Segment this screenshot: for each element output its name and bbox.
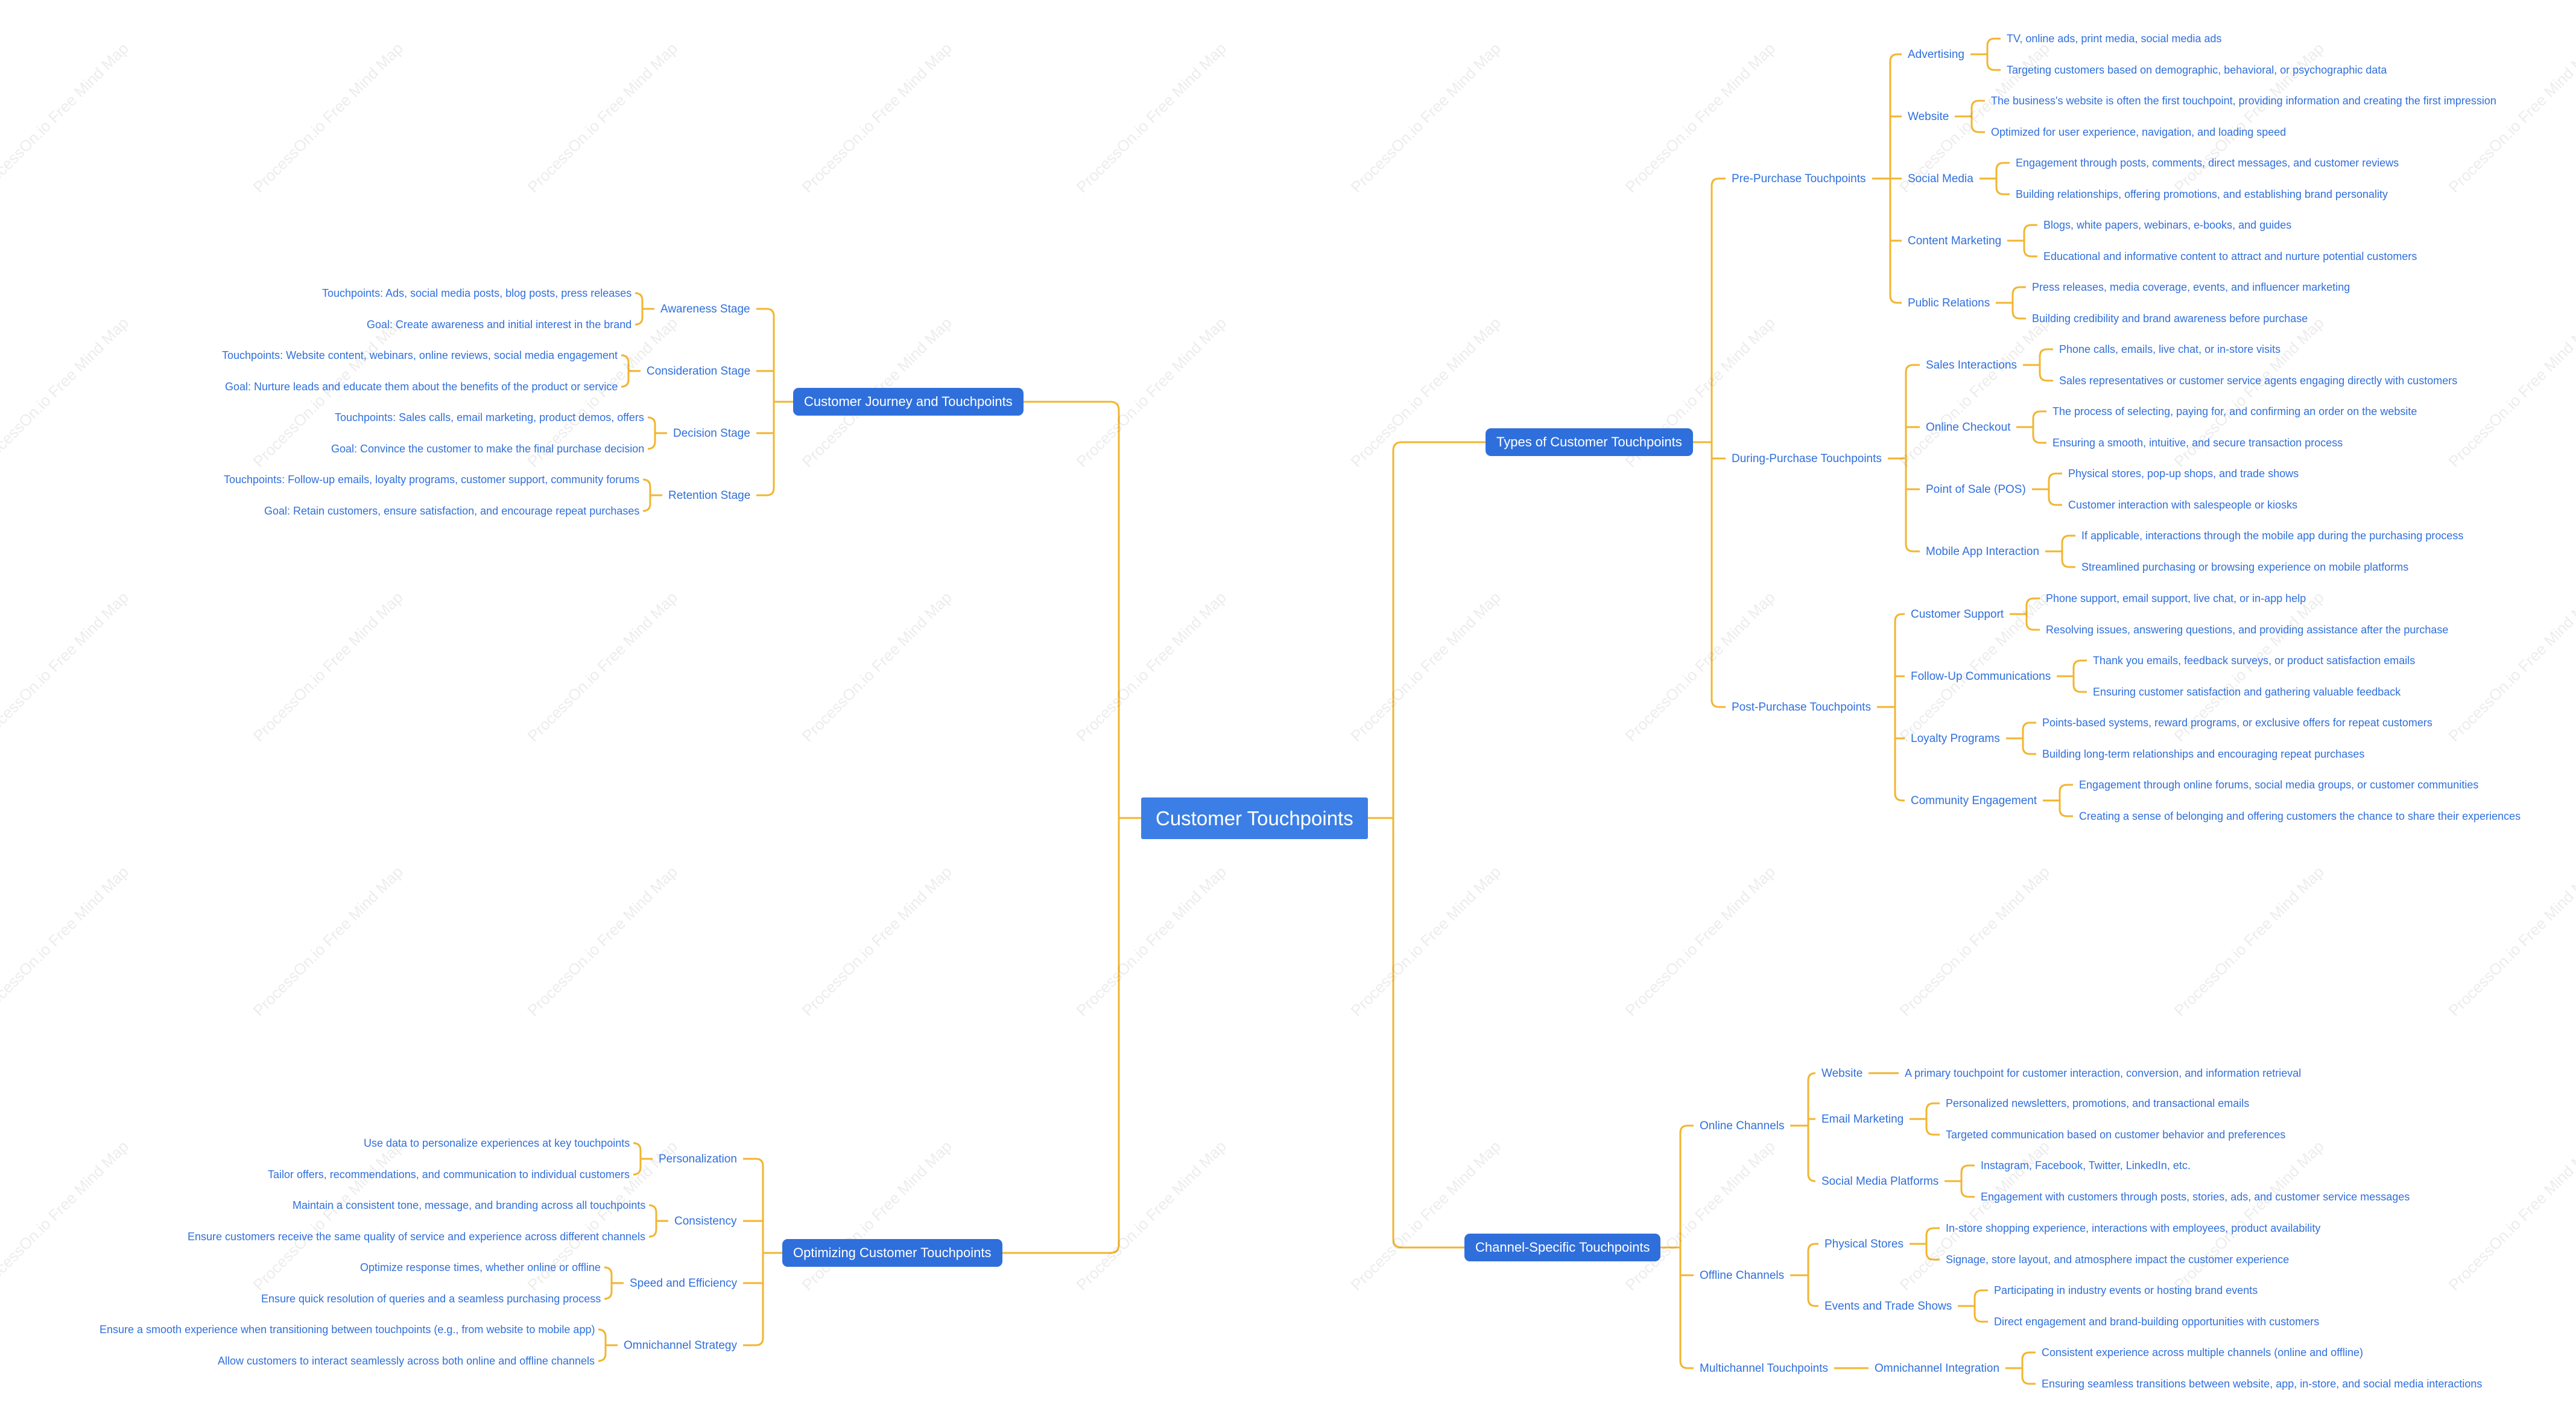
- detail-text: Building credibility and brand awareness…: [2032, 312, 2308, 325]
- root-topic[interactable]: Customer Touchpoints: [1141, 797, 1368, 839]
- detail-text: Blogs, white papers, webinars, e-books, …: [2043, 219, 2292, 231]
- detail-text: Streamlined purchasing or browsing exper…: [2081, 561, 2409, 573]
- item-point-of-sale-pos[interactable]: Point of Sale (POS): [1926, 483, 2026, 496]
- detail-text: Consistent experience across multiple ch…: [2042, 1346, 2363, 1358]
- group-offline-channels[interactable]: Offline Channels: [1700, 1269, 1785, 1282]
- item-public-relations[interactable]: Public Relations: [1908, 296, 1990, 309]
- detail-text: Goal: Convince the customer to make the …: [331, 443, 645, 455]
- item-website[interactable]: Website: [1908, 110, 1949, 123]
- detail-text: Participating in industry events or host…: [1994, 1284, 2258, 1296]
- detail-text: Optimized for user experience, navigatio…: [1991, 126, 2286, 138]
- item-consideration-stage[interactable]: Consideration Stage: [647, 364, 751, 378]
- item-events-and-trade-shows[interactable]: Events and Trade Shows: [1824, 1299, 1952, 1313]
- detail-text: TV, online ads, print media, social medi…: [2007, 33, 2222, 45]
- item-website[interactable]: Website: [1821, 1067, 1863, 1080]
- detail-text: Engagement through posts, comments, dire…: [2016, 157, 2399, 169]
- detail-text: Engagement through online forums, social…: [2079, 779, 2479, 791]
- main-topic-channel-specific-touchpoints[interactable]: Channel-Specific Touchpoints: [1464, 1234, 1661, 1261]
- detail-text: Optimize response times, whether online …: [360, 1261, 601, 1273]
- detail-text: Sales representatives or customer servic…: [2059, 375, 2458, 387]
- detail-text: Touchpoints: Follow-up emails, loyalty p…: [224, 474, 640, 486]
- item-sales-interactions[interactable]: Sales Interactions: [1926, 358, 2017, 372]
- item-consistency[interactable]: Consistency: [674, 1214, 737, 1228]
- item-social-media[interactable]: Social Media: [1908, 172, 1973, 185]
- detail-text: Instagram, Facebook, Twitter, LinkedIn, …: [1981, 1159, 2191, 1171]
- detail-text: A primary touchpoint for customer intera…: [1905, 1067, 2302, 1079]
- item-speed-and-efficiency[interactable]: Speed and Efficiency: [630, 1276, 738, 1290]
- detail-text: Ensuring customer satisfaction and gathe…: [2093, 686, 2401, 698]
- item-community-engagement[interactable]: Community Engagement: [1911, 794, 2037, 807]
- item-email-marketing[interactable]: Email Marketing: [1821, 1112, 1904, 1126]
- detail-text: Goal: Nurture leads and educate them abo…: [225, 381, 618, 393]
- detail-text: Goal: Retain customers, ensure satisfact…: [264, 505, 640, 517]
- main-topic-types-of-customer-touchpoints[interactable]: Types of Customer Touchpoints: [1486, 428, 1693, 456]
- group-pre-purchase-touchpoints[interactable]: Pre-Purchase Touchpoints: [1732, 172, 1866, 185]
- item-omnichannel-integration[interactable]: Omnichannel Integration: [1875, 1362, 2000, 1375]
- detail-text: The process of selecting, paying for, an…: [2052, 405, 2417, 417]
- detail-text: Use data to personalize experiences at k…: [364, 1137, 630, 1149]
- detail-text: Ensuring a smooth, intuitive, and secure…: [2052, 437, 2343, 449]
- detail-text: Press releases, media coverage, events, …: [2032, 281, 2350, 293]
- group-post-purchase-touchpoints[interactable]: Post-Purchase Touchpoints: [1732, 700, 1871, 714]
- group-multichannel-touchpoints[interactable]: Multichannel Touchpoints: [1700, 1362, 1829, 1375]
- detail-text: Targeting customers based on demographic…: [2007, 64, 2387, 76]
- detail-text: Educational and informative content to a…: [2043, 250, 2417, 262]
- item-loyalty-programs[interactable]: Loyalty Programs: [1911, 732, 2000, 745]
- item-retention-stage[interactable]: Retention Stage: [668, 489, 751, 502]
- item-content-marketing[interactable]: Content Marketing: [1908, 234, 2002, 247]
- item-decision-stage[interactable]: Decision Stage: [673, 426, 750, 440]
- item-personalization[interactable]: Personalization: [659, 1152, 737, 1165]
- item-awareness-stage[interactable]: Awareness Stage: [660, 302, 750, 315]
- detail-text: Maintain a consistent tone, message, and…: [293, 1199, 646, 1211]
- detail-text: Points-based systems, reward programs, o…: [2042, 717, 2432, 729]
- item-follow-up-communications[interactable]: Follow-Up Communications: [1911, 670, 2051, 683]
- detail-text: Resolving issues, answering questions, a…: [2046, 624, 2449, 636]
- detail-text: Physical stores, pop-up shops, and trade…: [2068, 468, 2299, 480]
- detail-text: Personalized newsletters, promotions, an…: [1946, 1097, 2250, 1109]
- detail-text: Building long-term relationships and enc…: [2042, 748, 2365, 760]
- detail-text: If applicable, interactions through the …: [2081, 530, 2464, 542]
- detail-text: Ensuring seamless transitions between we…: [2042, 1378, 2483, 1390]
- group-online-channels[interactable]: Online Channels: [1700, 1119, 1785, 1132]
- detail-text: Touchpoints: Sales calls, email marketin…: [335, 411, 644, 423]
- detail-text: Direct engagement and brand-building opp…: [1994, 1316, 2320, 1328]
- detail-text: Tailor offers, recommendations, and comm…: [268, 1168, 630, 1181]
- item-advertising[interactable]: Advertising: [1908, 48, 1964, 61]
- item-social-media-platforms[interactable]: Social Media Platforms: [1821, 1174, 1939, 1188]
- detail-text: Ensure customers receive the same qualit…: [188, 1231, 646, 1243]
- detail-text: Building relationships, offering promoti…: [2016, 188, 2388, 200]
- detail-text: Creating a sense of belonging and offeri…: [2079, 810, 2521, 822]
- detail-text: In-store shopping experience, interactio…: [1946, 1222, 2321, 1234]
- detail-text: Phone support, email support, live chat,…: [2046, 592, 2306, 604]
- detail-text: Targeted communication based on customer…: [1946, 1129, 2286, 1141]
- item-physical-stores[interactable]: Physical Stores: [1824, 1237, 1904, 1251]
- group-during-purchase-touchpoints[interactable]: During-Purchase Touchpoints: [1732, 452, 1882, 465]
- detail-text: Allow customers to interact seamlessly a…: [218, 1355, 595, 1367]
- detail-text: Touchpoints: Website content, webinars, …: [222, 349, 618, 361]
- item-customer-support[interactable]: Customer Support: [1911, 607, 2004, 621]
- detail-text: Engagement with customers through posts,…: [1981, 1191, 2410, 1203]
- detail-text: Ensure quick resolution of queries and a…: [261, 1293, 601, 1305]
- detail-text: Phone calls, emails, live chat, or in-st…: [2059, 343, 2281, 355]
- detail-text: The business's website is often the firs…: [1991, 95, 2496, 107]
- main-topic-optimizing-customer-touchpoints[interactable]: Optimizing Customer Touchpoints: [782, 1239, 1002, 1267]
- detail-text: Customer interaction with salespeople or…: [2068, 499, 2298, 511]
- main-topic-customer-journey-and-touchpoints[interactable]: Customer Journey and Touchpoints: [793, 388, 1024, 416]
- detail-text: Touchpoints: Ads, social media posts, bl…: [322, 287, 632, 299]
- item-online-checkout[interactable]: Online Checkout: [1926, 420, 2011, 434]
- detail-text: Signage, store layout, and atmosphere im…: [1946, 1254, 2290, 1266]
- detail-text: Goal: Create awareness and initial inter…: [367, 319, 632, 331]
- detail-text: Thank you emails, feedback surveys, or p…: [2093, 655, 2416, 667]
- item-mobile-app-interaction[interactable]: Mobile App Interaction: [1926, 545, 2040, 558]
- item-omnichannel-strategy[interactable]: Omnichannel Strategy: [624, 1339, 737, 1352]
- detail-text: Ensure a smooth experience when transiti…: [100, 1323, 595, 1336]
